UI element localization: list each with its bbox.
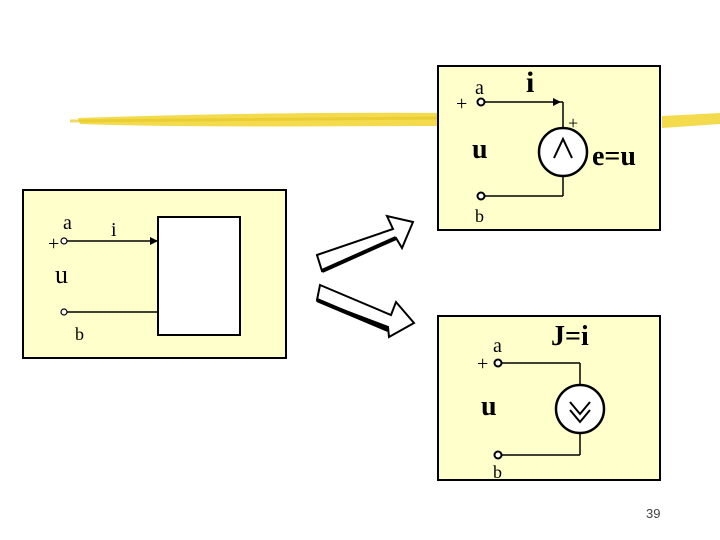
left-network-panel: a i + u b bbox=[22, 189, 287, 359]
arrow-to-current-source bbox=[315, 283, 416, 339]
equation-label: e=u bbox=[592, 141, 636, 172]
terminal-b bbox=[60, 308, 68, 316]
highlighter-stroke bbox=[69, 112, 720, 128]
node-b-label: b bbox=[493, 462, 502, 482]
arrow-to-voltage-source bbox=[315, 214, 415, 273]
node-a-label: a bbox=[475, 77, 484, 99]
current-arrow bbox=[553, 98, 561, 106]
voltage-source-panel: a i + + u e=u b bbox=[437, 65, 661, 231]
bottom-right-frame bbox=[437, 315, 661, 481]
voltage-source-symbol bbox=[537, 126, 589, 178]
current-source-panel: a + J=i u b bbox=[437, 315, 661, 482]
terminal-a bbox=[60, 237, 68, 245]
node-b-label: b bbox=[75, 324, 84, 344]
current-label: i bbox=[111, 219, 117, 241]
node-a-label: a bbox=[493, 335, 502, 357]
terminal-b bbox=[476, 191, 486, 201]
left-panel-frame bbox=[22, 189, 287, 359]
terminal-b bbox=[493, 450, 503, 460]
page-number: 39 bbox=[646, 506, 661, 521]
voltage-label: u bbox=[472, 134, 488, 165]
plus-source-label: + bbox=[568, 113, 578, 133]
terminal-a bbox=[493, 358, 503, 368]
current-label: i bbox=[526, 66, 534, 99]
plus-label: + bbox=[477, 353, 488, 375]
equation-label: J=i bbox=[551, 321, 589, 352]
node-a-label: a bbox=[63, 212, 72, 234]
plus-terminal-label: + bbox=[456, 93, 467, 115]
double-arrow-down-icon bbox=[569, 401, 591, 416]
source-arrow-up-icon bbox=[553, 136, 573, 159]
plus-label: + bbox=[48, 233, 59, 255]
current-source-symbol bbox=[554, 383, 606, 435]
current-arrow bbox=[150, 237, 158, 245]
network-box bbox=[157, 216, 241, 336]
voltage-label: u bbox=[481, 391, 497, 422]
voltage-label: u bbox=[55, 260, 68, 289]
terminal-a bbox=[476, 97, 486, 107]
node-b-label: b bbox=[475, 206, 484, 226]
